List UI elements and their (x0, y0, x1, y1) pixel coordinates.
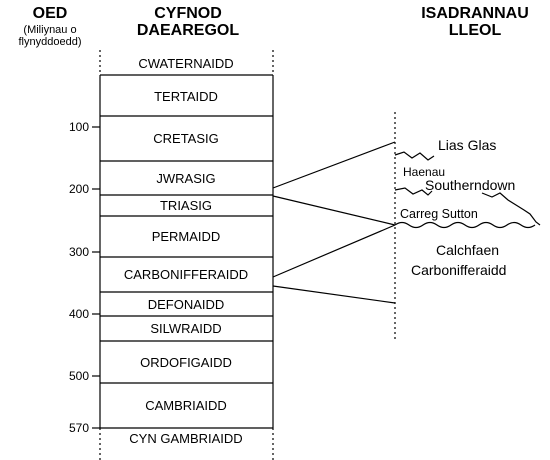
age-tick-label-300: 300 (69, 245, 89, 259)
period-label-jwrasig: JWRASIG (156, 171, 215, 186)
contact-southerndown-carreg-sutton (481, 192, 541, 226)
age-tick-label-100: 100 (69, 120, 89, 134)
local-column-title-line1: ISADRANNAU (421, 5, 529, 22)
age-column-title: OED (32, 5, 68, 22)
period-label-permaidd: PERMAIDD (152, 229, 221, 244)
local-column-title-line2: LLEOL (448, 22, 502, 39)
period-label-silwraidd: SILWRAIDD (150, 321, 221, 336)
period-label-cwaternaidd: CWATERNAIDD (138, 56, 233, 71)
period-label-carboniferaidd: CARBONIFFERAIDD (124, 267, 248, 282)
local-label-carreg-sutton: Carreg Sutton (400, 207, 478, 221)
period-label-defonaidd: DEFONAIDD (148, 297, 225, 312)
correlation-line-jwrasig-top (272, 141, 396, 189)
unconformity-wavy-line (394, 221, 536, 229)
period-label-cambriaidd: CAMBRIAIDD (145, 398, 227, 413)
period-label-triasig: TRIASIG (160, 198, 212, 213)
period-label-ordofigaidd: ORDOFIGAIDD (140, 355, 232, 370)
period-label-cyngambriaidd: CYN GAMBRIAIDD (129, 431, 242, 446)
age-column-subtitle-line1: (Miliynau o (23, 24, 77, 36)
local-label-southerndown: Southerndown (425, 177, 515, 193)
contact-haenau-carreg-sutton (394, 187, 433, 196)
age-tick-label-500: 500 (69, 369, 89, 383)
period-label-tertaidd: TERTAIDD (154, 89, 218, 104)
period-column-title-line2: DAEAREGOL (136, 22, 240, 39)
local-label-lias-glas: Lias Glas (438, 137, 496, 153)
correlation-line-jwrasig-base (272, 195, 396, 226)
age-tick-label-200: 200 (69, 182, 89, 196)
age-tick-label-570: 570 (69, 421, 89, 435)
age-column-subtitle-line2: flynyddoedd) (18, 36, 82, 48)
correlation-line-carbon-top (272, 224, 396, 278)
correlation-line-carbon-base (272, 285, 396, 304)
period-label-cretasig: CRETASIG (153, 131, 219, 146)
contact-lias-glas-haenau (394, 151, 435, 161)
local-label-calchfaen: Calchfaen (436, 242, 499, 258)
age-tick-label-400: 400 (69, 307, 89, 321)
period-column-title-line1: CYFNOD (154, 5, 222, 22)
local-label-carbonifferaidd: Carbonifferaidd (411, 262, 506, 278)
local-label-haenau: Haenau (403, 165, 445, 179)
